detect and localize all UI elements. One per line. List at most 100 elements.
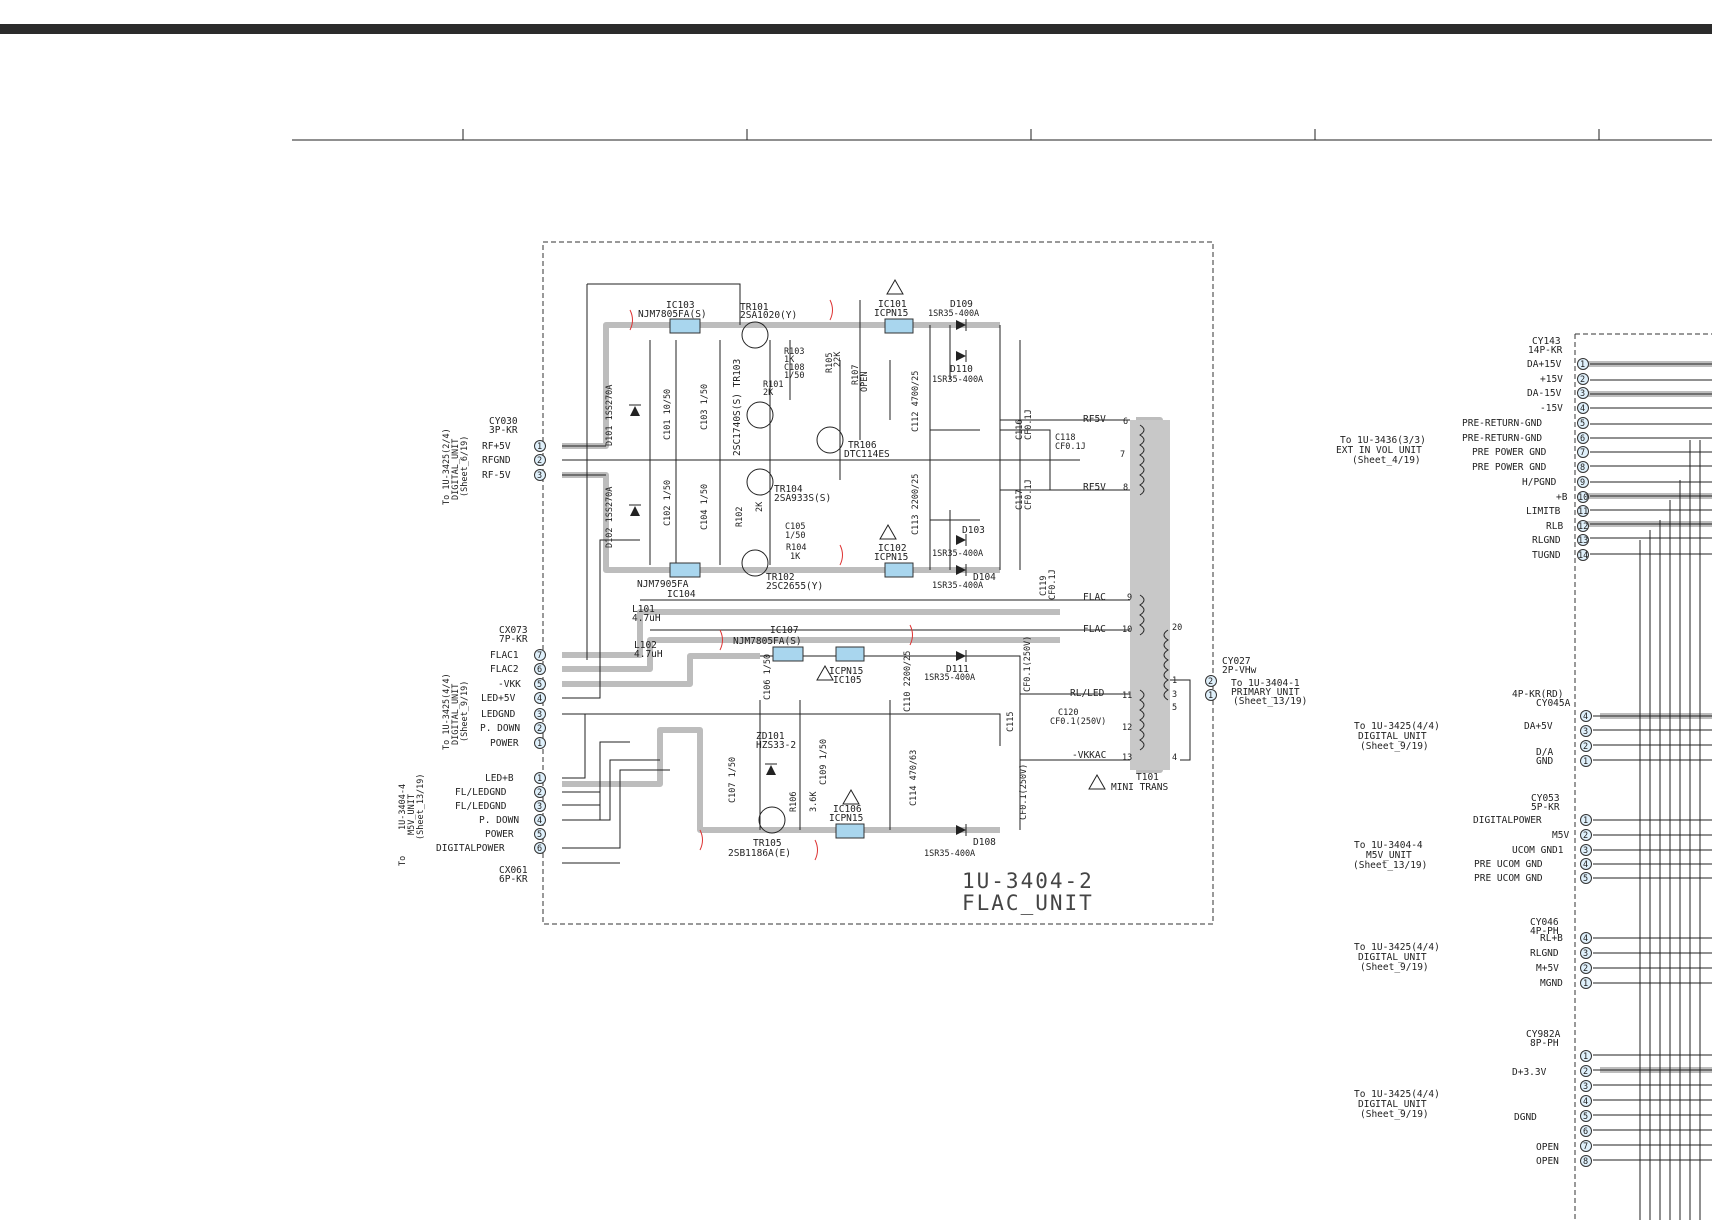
t-pin-7: 7 [1120, 450, 1125, 460]
tr106-label: TR106 [848, 440, 877, 451]
r104-val: 1K [790, 552, 801, 562]
cy982a-pin-d33v: D+3.3V [1512, 1067, 1547, 1078]
cy045a-dest-1: To 1U-3425(4/4) [1354, 721, 1440, 732]
t-pin-12: 12 [1122, 723, 1132, 733]
ic104-label: IC104 [667, 589, 696, 600]
c108-val: 1/50 [784, 371, 804, 381]
t-pin-10: 10 [1122, 625, 1132, 635]
circuit-wiring [562, 283, 1712, 1220]
cx061-pin-2: FL/LEDGND [455, 787, 507, 798]
cy030-type: 3P-KR [489, 425, 518, 436]
cy030-num-3: 3 [537, 471, 542, 481]
c103-label: C103 1/50 [700, 384, 710, 430]
cy027-type: 2P-VHw [1222, 665, 1257, 676]
cx073-num-2: 2 [537, 724, 542, 734]
cx061-pin-4: P. DOWN [479, 815, 519, 826]
cy982a-num-6: 6 [1583, 1127, 1588, 1137]
c119-label: C119 [1039, 576, 1049, 596]
l102-label: L102 [634, 640, 657, 651]
cx061-num-2: 2 [537, 788, 542, 798]
cx073-num-3: 3 [537, 710, 542, 720]
t-pin-5: 5 [1172, 703, 1177, 713]
net-rf5v-b: RF5V [1083, 482, 1106, 493]
r102-val: 2K [755, 501, 765, 512]
r103-val: 1K [784, 355, 795, 365]
cy143-num-7: 7 [1580, 448, 1585, 458]
cy046-pin-2: M+5V [1536, 963, 1559, 974]
cx061-dest-3: M5V_UNIT [407, 794, 417, 835]
d103-part: 1SR35-400A [932, 549, 983, 559]
d101-label: D101 1SS270A [605, 385, 615, 446]
r105-val: 22K [833, 351, 843, 367]
cy982a-type: 8P-PH [1530, 1038, 1559, 1049]
l102-val: 4.7uH [634, 649, 663, 660]
cy053-pin-2: M5V [1552, 830, 1569, 841]
d104-label: D104 [973, 572, 996, 583]
tr103-label: 2SC1740S(S) TR103 [732, 359, 743, 456]
cy046-num-3: 3 [1583, 949, 1588, 959]
cy982a-num-1: 1 [1583, 1052, 1588, 1062]
net-rf5v-a: RF5V [1083, 414, 1106, 425]
c116-val: CF0.1J [1024, 409, 1034, 440]
tr102-label: TR102 [766, 572, 795, 583]
cy045a-dest-2: DIGITAL_UNIT [1358, 731, 1427, 742]
cy053-pin-1: DIGITALPOWER [1473, 815, 1542, 826]
cx073-name: CX073 [499, 625, 528, 636]
c118-label: C118 [1055, 433, 1075, 443]
cy027-dest-2: PRIMARY_UNIT [1231, 687, 1300, 698]
cy046-pin-1: MGND [1540, 978, 1563, 989]
t101-part: MINI TRANS [1111, 782, 1168, 793]
cy053-num-5: 5 [1583, 874, 1588, 884]
cy053-dest-3: (Sheet_13/19) [1353, 860, 1427, 871]
c101-label: C101 10/50 [663, 389, 673, 440]
c105-val: 1/50 [785, 531, 805, 541]
c106-label: C106 1/50 [763, 654, 773, 700]
c118-val: CF0.1J [1055, 442, 1086, 452]
cx061-num-5: 5 [537, 830, 542, 840]
cy046-num-4: 4 [1583, 934, 1588, 944]
r104-label: R104 [786, 543, 806, 553]
cx073-num-6: 6 [537, 665, 542, 675]
ic103-label: IC103 [666, 300, 695, 311]
r107-label: R107 [851, 365, 861, 385]
d103-label: D103 [962, 525, 985, 536]
cx073-pin-2: P. DOWN [480, 723, 520, 734]
cy143-pin-2: +15V [1540, 374, 1563, 385]
zd101-part: HZS33-2 [756, 740, 796, 751]
r103-label: R103 [784, 347, 804, 357]
c108-label: C108 [784, 363, 804, 373]
r101-label: R101 [763, 380, 783, 390]
diodes [629, 319, 967, 836]
cy053-pin-4: PRE UCOM GND [1474, 859, 1543, 870]
c120-val: CF0.1(250V) [1050, 717, 1106, 727]
cy143-num-3: 3 [1580, 389, 1585, 399]
cy143-num-8: 8 [1580, 463, 1585, 473]
c105-label: C105 [785, 522, 805, 532]
cy143-num-11: 11 [1578, 507, 1588, 517]
cy030-name: CY030 [489, 416, 518, 427]
cy143-num-13: 13 [1578, 536, 1588, 546]
cx061-num-6: 6 [537, 844, 542, 854]
c119-val: CF0.1J [1048, 569, 1058, 600]
cy143-pin-4: -15V [1540, 403, 1563, 414]
cy982a-num-5: 5 [1583, 1112, 1588, 1122]
ic101-label: IC101 [878, 299, 907, 310]
cy053-dest-1: To 1U-3404-4 [1354, 840, 1423, 851]
cy143-num-6: 6 [1580, 434, 1585, 444]
cx061-pin-5: POWER [485, 829, 514, 840]
cx073-dest-3: (Sheet_9/19) [460, 681, 470, 742]
connector-cy982a: CY982A 8P-PH D+3.3V DGND OPEN OPEN 1 2 3… [1354, 1029, 1588, 1167]
d110-part: 1SR35-400A [932, 375, 983, 385]
flac-unit-border [542, 241, 1214, 925]
grid-ruler [292, 129, 1712, 141]
d102-label: D102 1SS270A [605, 487, 615, 548]
d108-part: 1SR35-400A [924, 849, 975, 859]
c117-val: CF0.1J [1024, 479, 1034, 510]
cy143-num-4: 4 [1580, 404, 1585, 414]
ic-blocks [669, 318, 914, 839]
cy143-name: CY143 [1532, 336, 1561, 347]
cy143-num-10: 10 [1578, 493, 1588, 503]
cy045a-pin-3: GND [1536, 756, 1553, 767]
cy027-name: CY027 [1222, 656, 1251, 667]
cx073-num-7: 7 [537, 651, 542, 661]
